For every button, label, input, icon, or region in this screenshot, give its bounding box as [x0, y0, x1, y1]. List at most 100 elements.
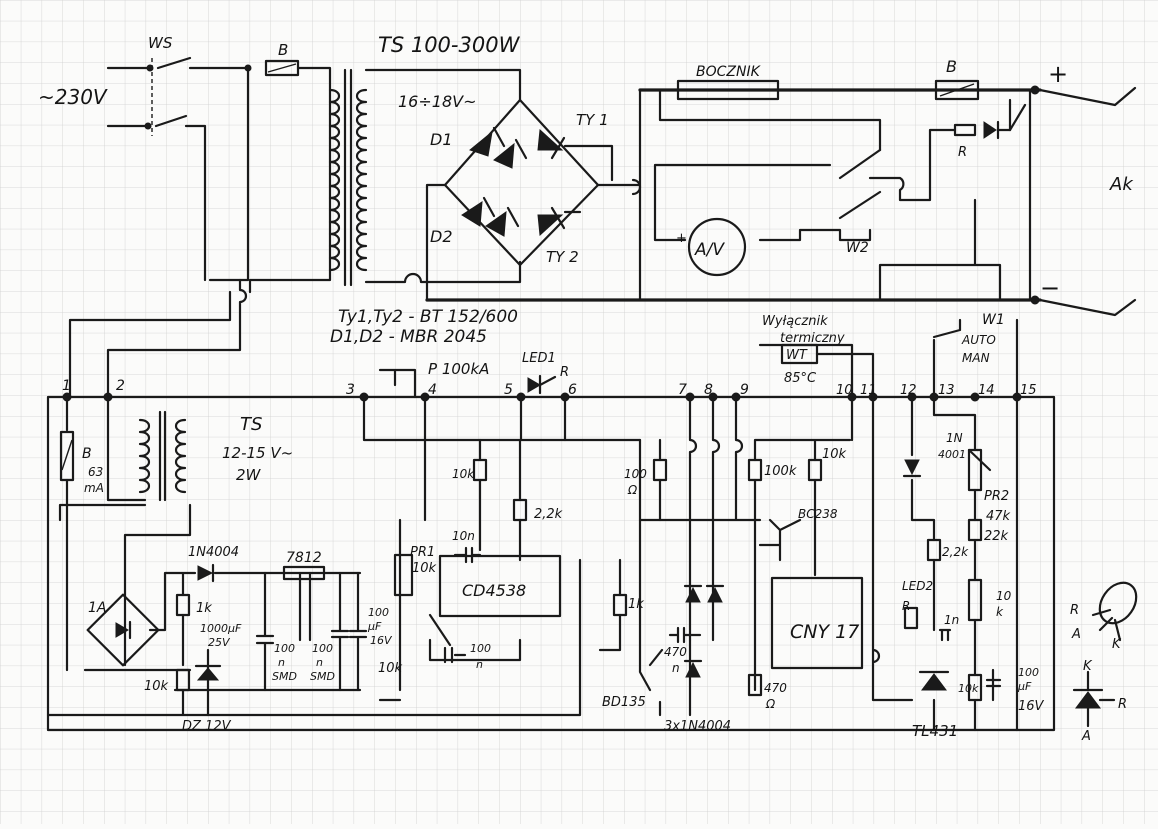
legend2-a: A [1081, 729, 1091, 744]
output-section [425, 79, 1137, 317]
label-d-note: D1,D2 - MBR 2045 [330, 327, 487, 347]
label-ts-small-voltage: 12-15 V~ [222, 444, 293, 462]
terminal-5: 5 [504, 382, 513, 398]
label-c-100-16b-unit: µF [1017, 680, 1032, 693]
label-pr2: PR2 [984, 489, 1009, 504]
legend-k: K [1112, 637, 1122, 652]
label-d1: D1 [430, 130, 453, 149]
label-c-100n-b-value: 100 [312, 642, 333, 655]
label-c-470n-unit: n [672, 661, 680, 675]
label-ammeter-plus: + [676, 231, 687, 246]
label-thermal-2: termiczny [780, 331, 845, 346]
mains-input [106, 56, 252, 282]
terminal-1: 1 [62, 378, 71, 394]
terminal-7: 7 [678, 382, 687, 398]
label-c-100-16b-value: 100 [1018, 666, 1039, 679]
tl431-legend-symbols [1072, 581, 1138, 728]
label-bocznik: BOCZNIK [696, 64, 762, 80]
label-led1-r: R [560, 365, 569, 380]
label-c-100n-b-pkg: SMD [310, 670, 335, 683]
label-ty1: TY 1 [576, 111, 609, 129]
label-ac-voltage: 16÷18V~ [398, 92, 476, 111]
terminal-10: 10 [836, 383, 853, 398]
label-led2-r: R [902, 599, 910, 613]
label-temp: 85°C [784, 371, 817, 386]
label-d-1n4001-b: 4001 [938, 448, 966, 461]
label-r-10k-f: 10k [958, 682, 979, 695]
label-c-100-16b-volt: 16V [1018, 699, 1045, 714]
legend-a: A [1071, 627, 1081, 642]
label-c-100n-a-pkg: SMD [272, 670, 297, 683]
label-tl431: TL431 [912, 722, 958, 740]
label-wt: WT [786, 348, 808, 363]
label-fuse-top: B [278, 41, 288, 59]
legend2-k: K [1083, 659, 1093, 674]
label-r-1k-b: 1k [196, 601, 212, 616]
label-c-100n-a-value: 100 [274, 642, 295, 655]
label-reg-7812: 7812 [286, 550, 322, 566]
label-r-2-2k-b: 2,2k [942, 545, 969, 559]
label-c-100-16-value: 100 [368, 606, 389, 619]
label-r-10k-a: 10k [452, 467, 475, 481]
label-auto: AUTO [961, 333, 996, 347]
label-c-10n: 10n [452, 529, 475, 543]
label-r-10k-d: 10k [378, 661, 403, 676]
label-d-1n4001-a: 1N [946, 431, 963, 445]
label-bd135: BD135 [602, 695, 646, 710]
label-c-1000-value: 1000µF [200, 622, 242, 635]
label-cd4538: CD4538 [462, 581, 526, 600]
label-r-470-unit: Ω [765, 697, 776, 711]
legend-r: R [1070, 603, 1079, 618]
label-r-100-unit: Ω [627, 483, 638, 497]
label-ts-small-power: 2W [236, 466, 262, 484]
label-fuse-small-unit: mA [84, 481, 104, 495]
label-c-100n-c-unit: n [476, 658, 483, 671]
terminal-8: 8 [704, 382, 713, 398]
control-board-outline [46, 395, 1056, 732]
label-bc238: BC238 [798, 507, 838, 521]
label-ty-note: Ty1,Ty2 - BT 152/600 [338, 307, 518, 327]
label-d2: D2 [430, 227, 453, 246]
terminal-3: 3 [346, 382, 355, 398]
label-r-10k-b: 10k [822, 447, 847, 462]
label-diode-1n4004: 1N4004 [188, 545, 239, 560]
label-ws: WS [148, 34, 173, 52]
label-minus: − [1040, 274, 1060, 302]
label-man: MAN [962, 351, 990, 365]
label-r-100-value: 100 [624, 467, 647, 481]
label-fuse-right: B [946, 57, 957, 76]
label-led2: LED2 [902, 579, 933, 593]
label-w2: W2 [846, 240, 869, 256]
label-c-100n-b-unit: n [316, 656, 323, 669]
terminal-12: 12 [900, 383, 917, 398]
legend2-r: R [1118, 697, 1127, 712]
label-mains: ~230V [38, 85, 108, 109]
label-pr1-value: 10k [412, 561, 437, 576]
label-c-1000-volt: 25V [208, 636, 231, 649]
label-c-100n-a-unit: n [278, 656, 285, 669]
label-c-1n: 1n [944, 613, 959, 627]
label-w1: W1 [982, 312, 1005, 328]
label-fuse-small-value: 63 [88, 465, 103, 479]
terminal-11: 11 [860, 383, 877, 398]
terminal-9: 9 [740, 382, 749, 398]
label-ts-main: TS 100-300W [378, 33, 521, 57]
label-plus: + [1048, 60, 1068, 88]
label-pr2-value-1: 47k [986, 509, 1011, 524]
label-r-10k-e-value: 10 [996, 589, 1012, 603]
terminal-6: 6 [568, 382, 577, 398]
label-fuse-small: B [82, 446, 92, 462]
terminal-15: 15 [1020, 383, 1037, 398]
label-c-100-16-volt: 16V [370, 634, 393, 647]
terminal-4: 4 [428, 382, 437, 398]
label-bridge-1a: 1A [88, 600, 106, 616]
label-cny17: CNY 17 [790, 621, 859, 643]
label-c-100-16-unit: µF [367, 620, 382, 633]
terminal-14: 14 [978, 383, 995, 398]
label-dz-12v: DZ 12V [182, 719, 232, 734]
label-c-100n-c-value: 100 [470, 642, 491, 655]
label-ammeter: A/V [694, 240, 725, 260]
label-r-470-value: 470 [764, 681, 787, 695]
label-r-top: R [958, 145, 967, 160]
